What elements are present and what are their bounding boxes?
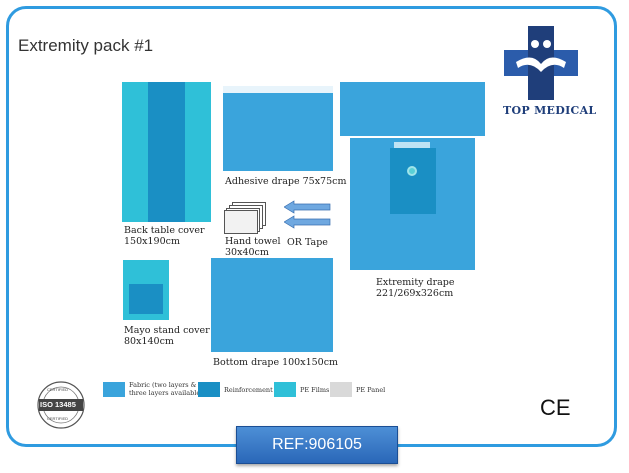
- mayo-label: Mayo stand cover 80x140cm: [124, 325, 210, 347]
- hand-towel-label: Hand towel 30x40cm: [225, 236, 281, 258]
- legend-pe-panel: PE Panel: [356, 386, 386, 394]
- ce-mark: CE: [540, 395, 571, 420]
- bottom-drape: [211, 258, 333, 352]
- legend-pe-films: PE Films: [300, 386, 330, 394]
- iso-bottom-text: CERTIFIED: [47, 416, 69, 421]
- legend-swatch-fabric: [103, 382, 125, 397]
- iso-top-text: CERTIFIED: [47, 387, 69, 392]
- hand-towel-icon: [224, 202, 266, 234]
- back-table-label: Back table cover 150x190cm: [124, 225, 205, 247]
- legend-reinforcement: Reinforcement: [224, 386, 273, 394]
- iso-main-text: ISO 13485: [40, 400, 76, 409]
- outer-frame: [6, 6, 617, 447]
- top-medical-logo-icon: [504, 26, 578, 100]
- adhesive-drape: [223, 86, 333, 171]
- iso-certified-badge-icon: [37, 381, 85, 429]
- or-tape-label: OR Tape: [287, 237, 328, 248]
- legend-swatch-reinforcement: [198, 382, 220, 397]
- extremity-drape: [340, 82, 485, 270]
- page-title: Extremity pack #1: [18, 36, 154, 55]
- legend-swatch-pe-panel: [330, 382, 352, 397]
- legend-fabric: Fabric (two layers & three layers availa…: [129, 381, 203, 397]
- brand-name: TOP MEDICAL: [503, 104, 597, 117]
- bottom-label: Bottom drape 100x150cm: [213, 357, 339, 368]
- extremity-label: Extremity drape 221/269x326cm: [376, 277, 455, 299]
- legend-swatch-pe-films: [274, 382, 296, 397]
- mayo-stand-cover: [123, 260, 169, 320]
- back-table-cover: [122, 82, 211, 222]
- ref-number-box: REF:906105: [236, 426, 398, 464]
- adhesive-label: Adhesive drape 75x75cm: [225, 176, 347, 187]
- fenestration-icon: [407, 166, 417, 176]
- or-tape-arrows-icon: [284, 200, 331, 229]
